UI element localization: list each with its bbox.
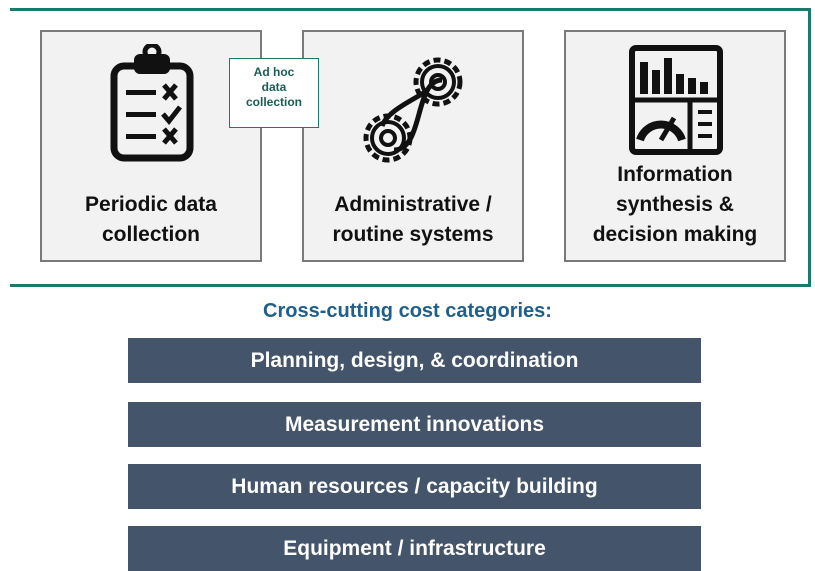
administrative-systems-box: Administrative / routine systems bbox=[302, 30, 524, 262]
dashboard-icon bbox=[629, 45, 723, 155]
ad-hoc-data-collection-callout: Ad hoc data collection bbox=[229, 58, 319, 128]
information-synthesis-box: Information synthesis & decision making bbox=[564, 30, 786, 262]
periodic-data-collection-box: Periodic data collection bbox=[40, 30, 262, 262]
clipboard-checklist-icon bbox=[110, 44, 194, 162]
cost-category-bar: Measurement innovations bbox=[128, 402, 701, 447]
cost-category-bar: Planning, design, & coordination bbox=[128, 338, 701, 383]
cross-cutting-title: Cross-cutting cost categories: bbox=[263, 300, 552, 322]
gears-icon bbox=[363, 57, 463, 163]
data-system-frame bbox=[10, 8, 811, 287]
box-label: Information synthesis & decision making bbox=[592, 163, 758, 246]
cost-category-bar: Equipment / infrastructure bbox=[128, 526, 701, 571]
cost-category-bar: Human resources / capacity building bbox=[128, 464, 701, 509]
box-label: Periodic data collection bbox=[85, 193, 217, 246]
box-label: Administrative / routine systems bbox=[332, 193, 494, 246]
